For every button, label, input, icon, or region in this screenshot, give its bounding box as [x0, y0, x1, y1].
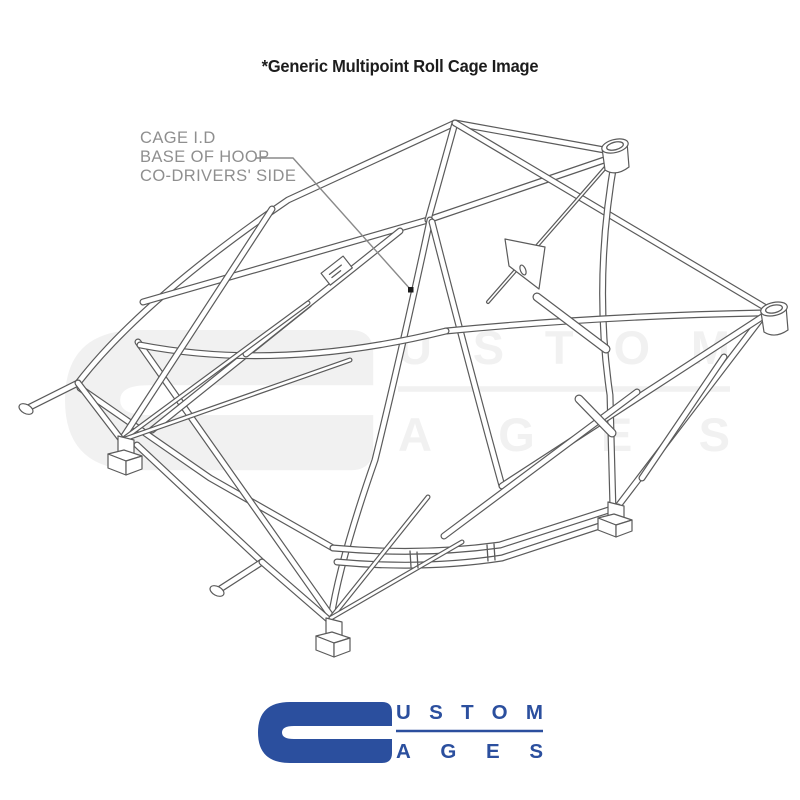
tube-open-end — [209, 585, 225, 597]
sill-connector — [409, 550, 419, 569]
annotation-line: CAGE I.D — [140, 129, 216, 147]
gusset-plate — [504, 238, 546, 290]
foot-plate — [107, 435, 143, 476]
rear-stay-sleeve — [760, 301, 789, 336]
logo-text-bottom: AGES — [396, 740, 543, 763]
rear-stay-sleeve — [601, 138, 630, 174]
leader-dot — [408, 287, 414, 293]
foot-plate — [597, 501, 633, 538]
logo-letter-c — [258, 702, 392, 763]
cage-tubes — [22, 119, 770, 624]
annotation-line: BASE OF HOOP — [140, 148, 270, 166]
annotation-line: CO-DRIVERS' SIDE — [140, 167, 296, 185]
cage-details — [18, 138, 789, 658]
annotation-callout: CAGE I.D BASE OF HOOP CO-DRIVERS' SIDE — [140, 129, 414, 293]
logo-text-top: USTOM — [396, 701, 543, 724]
cage-id-plate — [320, 255, 353, 286]
brand-logo: USTOM AGES — [258, 701, 543, 763]
page-title: *Generic Multipoint Roll Cage Image — [261, 56, 539, 76]
sill-connector — [486, 543, 496, 562]
leader-line — [256, 157, 412, 291]
foot-plate — [315, 617, 351, 658]
tube-open-end — [18, 403, 34, 415]
